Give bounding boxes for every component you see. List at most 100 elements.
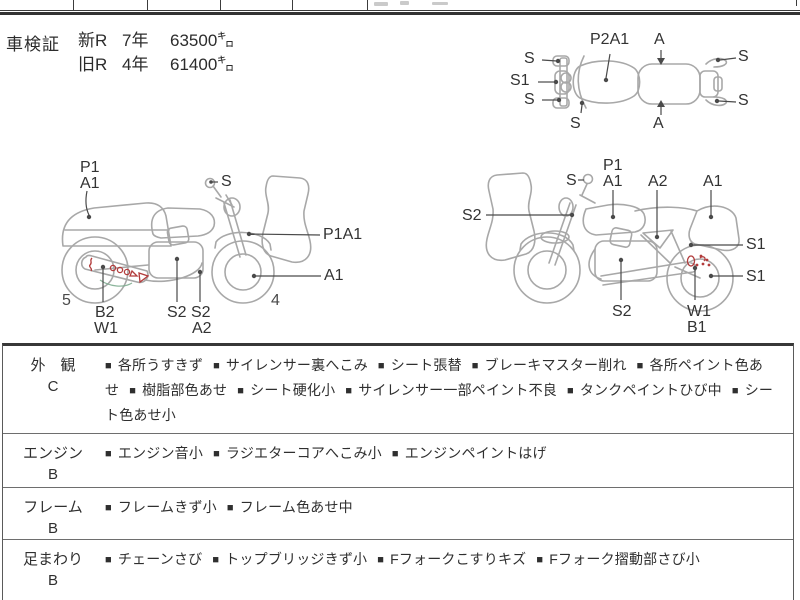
condition-item: ■ Fフォークこすりキズ <box>377 551 526 567</box>
bullet-square-icon: ■ <box>212 554 220 566</box>
condition-item: ■ ブレーキマスター削れ <box>472 357 627 373</box>
wheel-number-front: 4 <box>271 292 280 309</box>
condition-item: ■サイレンサー裏へこみ <box>213 357 368 373</box>
condition-item: ■ エンジンペイントはげ <box>392 445 547 461</box>
section-label: エンジン B <box>3 434 103 487</box>
left-side-sketch <box>61 175 321 304</box>
condition-item-text: ブレーキマスター削れ <box>484 357 627 373</box>
label-s-bottom-left: S <box>524 91 535 108</box>
section-grade: B <box>47 572 58 589</box>
condition-item-text: エンジン音小 <box>117 445 204 461</box>
label-p1a1-fender: P1A1 <box>323 226 363 243</box>
condition-item-text: サイレンサー一部ペイント不良 <box>358 382 557 398</box>
bullet-square-icon: ■ <box>129 385 137 397</box>
bullet-square-icon: ■ <box>471 360 479 372</box>
condition-item-text: トップブリッジきず小 <box>225 551 368 567</box>
label-a1-rear: A1 <box>80 175 100 192</box>
label-a1-rear: A1 <box>703 173 723 190</box>
shaken-era: 新R <box>78 31 108 50</box>
section-grade: C <box>47 378 59 395</box>
section-items: ■ エンジン音小 ■ ラジエターコアへこみ小 ■ エンジンペイントはげ <box>103 434 793 487</box>
label-s1-wheel: S1 <box>746 268 766 285</box>
shaken-title: 車検証 <box>6 35 60 54</box>
condition-item-text: シート張替 <box>390 357 462 373</box>
top-view-sketch <box>538 50 737 115</box>
label-p1: P1 <box>603 157 623 174</box>
label-s1-shock: S1 <box>746 236 766 253</box>
section-items: ■フレームきず小■フレーム色あせ中 <box>103 488 793 539</box>
label-s-mirror: S <box>570 115 581 132</box>
section-name: 足まわり <box>22 551 83 568</box>
label-a2: A2 <box>192 320 212 337</box>
label-s-top-right: S <box>738 48 749 65</box>
shaken-era: 旧R <box>78 55 108 74</box>
condition-item-text: ラジエターコアへこみ小 <box>225 445 382 461</box>
label-s1-front: S1 <box>510 72 530 89</box>
label-p1: P1 <box>80 159 100 176</box>
label-a1-front-wheel: A1 <box>324 267 344 284</box>
bullet-square-icon: ■ <box>377 554 385 566</box>
bullet-square-icon: ■ <box>636 360 644 372</box>
section-name: 外 観 <box>30 357 76 374</box>
condition-item-text: Fフォークこすりキズ <box>390 551 527 567</box>
label-a1-tank: A1 <box>603 173 623 190</box>
label-s-mirror: S <box>221 173 232 190</box>
label-s-top-left: S <box>524 50 535 67</box>
condition-item: ■ サイレンサー一部ペイント不良 <box>345 382 557 398</box>
condition-item: ■シート色あせ小 <box>105 382 773 423</box>
condition-item-text: エンジンペイントはげ <box>404 445 547 461</box>
condition-item: ■ シート張替 <box>378 357 462 373</box>
label-s2-a: S2 <box>167 304 187 321</box>
wheel-number-rear: 5 <box>62 292 71 309</box>
section-items: ■チェーンさび■トップブリッジきず小■Fフォークこすりキズ■Fフォーク摺動部さび… <box>103 540 793 600</box>
shaken-row-new: 新R 7年 63500㌔ <box>78 30 234 51</box>
label-w1: W1 <box>687 303 711 320</box>
condition-item-text: サイレンサー裏へこみ <box>225 357 368 373</box>
bullet-square-icon: ■ <box>213 448 220 460</box>
condition-item-text: 樹脂部色あせ <box>142 382 228 398</box>
condition-item: ■ トップブリッジきず小 <box>212 551 367 567</box>
label-a-top: A <box>654 31 665 48</box>
condition-item-text: タンクペイントひび中 <box>579 382 722 398</box>
condition-item-text: シート色あせ小 <box>105 382 774 423</box>
label-s-mirror: S <box>566 172 577 189</box>
section-grade: B <box>47 466 58 483</box>
condition-item: ■各所うすきず <box>105 357 203 373</box>
bullet-square-icon: ■ <box>391 448 399 460</box>
condition-item: ■ ラジエターコアへこみ小 <box>213 445 382 461</box>
section-label: 足まわり B <box>3 540 103 600</box>
motorcycle-left-side-diagram: P1 A1 S P1A1 A1 5 4 B2 W1 S2 S2 A2 <box>50 145 390 350</box>
label-a-bottom: A <box>653 115 664 132</box>
section-name: フレーム <box>23 499 83 516</box>
right-side-sketch <box>485 172 743 312</box>
shaken-years: 7年 <box>122 31 149 50</box>
bullet-square-icon: ■ <box>105 502 112 514</box>
label-s2-b: S2 <box>191 304 211 321</box>
shaken-distance: 61400㌔ <box>170 55 235 74</box>
label-a2-cover: A2 <box>648 173 668 190</box>
shaken-block: 車検証 新R 7年 63500㌔ 旧R 4年 61400㌔ <box>6 30 234 75</box>
label-p2a1: P2A1 <box>590 31 630 48</box>
label-b1: B1 <box>687 319 707 336</box>
section-divider-rule <box>0 12 800 15</box>
shaken-distance: 63500㌔ <box>170 31 235 50</box>
bullet-square-icon: ■ <box>731 385 739 397</box>
condition-item: ■タンクペイントひび中 <box>567 382 722 398</box>
bullet-square-icon: ■ <box>536 554 544 566</box>
bullet-square-icon: ■ <box>105 554 112 566</box>
bullet-square-icon: ■ <box>377 360 385 372</box>
bullet-square-icon: ■ <box>105 448 112 460</box>
section-name: エンジン <box>22 445 83 462</box>
condition-item: ■シート硬化小 <box>237 382 335 398</box>
condition-item: ■チェーンさび <box>105 551 202 567</box>
section-row: エンジン B ■ エンジン音小 ■ ラジエターコアへこみ小 ■ エンジンペイントはげ <box>3 434 793 488</box>
bullet-square-icon: ■ <box>345 385 353 397</box>
label-b2: B2 <box>95 304 115 321</box>
label-s2-engine: S2 <box>612 303 632 320</box>
bullet-square-icon: ■ <box>237 385 245 397</box>
condition-item-text: フレーム色あせ中 <box>239 499 353 515</box>
label-s-bottom-right: S <box>738 92 749 109</box>
